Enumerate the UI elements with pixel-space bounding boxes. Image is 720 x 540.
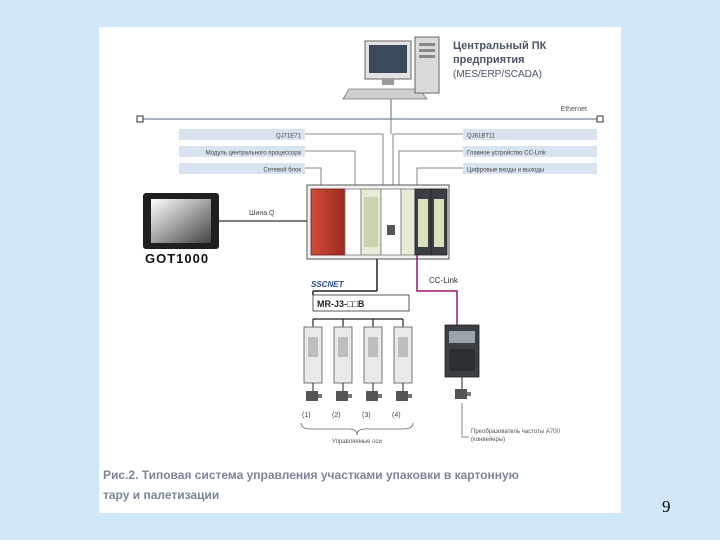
cclink-line [416,255,458,325]
pc-subtitle: (MES/ERP/SCADA) [453,69,542,80]
caption-line1: Рис.2. Типовая система управления участк… [103,468,519,482]
pc-title-line1: Центральный ПК [453,40,547,52]
label-box-right-3 [463,163,597,174]
label-qj61bt11: QJ61BT11 [467,134,496,140]
inverter-leader [461,403,469,438]
got1000-logo: GOT1000 [145,251,209,266]
plc-power-module [310,188,346,256]
got1000-hmi-icon [143,193,219,249]
label-network-unit: Сетевой блок [263,167,301,174]
label-qj71e71: QJ71E71 [276,134,302,140]
page-number: 9 [662,497,671,516]
servo-axis-2 [333,319,353,401]
leader-lines [305,119,463,189]
central-pc-icon [342,36,440,100]
axis-number-4: (4) [392,412,401,419]
figure-panel: Центральный ПК предприятия (MES/ERP/SCAD… [99,27,621,513]
label-box-left-1 [179,129,305,140]
axis-number-2: (2) [332,412,341,419]
caption-line2: тару и палетизации [103,488,219,502]
inverter-label-line1: Преобразователь частоты A700 [471,429,561,435]
servo-model-banner [312,294,410,312]
axes-label: Управляемые оси [332,439,382,445]
sscnet-logo: SSCNET [311,280,345,289]
inverter-icon [444,324,480,399]
ethernet-terminator-left [136,115,144,123]
label-digital-io: Цифровые входы и выходы [467,168,544,174]
label-box-right-1 [463,129,597,140]
plc-module-cclink [400,188,416,256]
cclink-label: CC-Link [429,276,459,285]
axes-brace [300,422,414,436]
axis-number-1: (1) [302,412,311,419]
pc-title-line2: предприятия [453,54,525,66]
servo-model-label: MR-J3-□□B [317,299,365,309]
inverter-label-line2: (конвейеры) [471,436,505,443]
plc-rack [306,184,450,260]
system-diagram: Центральный ПК предприятия (MES/ERP/SCAD… [103,36,604,502]
ethernet-label: Ethernet [561,106,588,113]
axis-number-3: (3) [362,412,371,419]
plc-module-ethernet [380,188,402,256]
q-bus-label: Шина Q [249,210,275,217]
label-box-right-2 [463,146,597,157]
ethernet-terminator-right [596,115,604,123]
servo-axis-4 [393,319,413,401]
servo-axis-1 [303,319,323,401]
servo-axis-3 [363,319,383,401]
label-box-left-2 [179,146,305,157]
label-box-left-3 [179,163,305,174]
label-cclink-master: Главное устройство CC-Link [467,150,547,157]
plc-cpu-module [344,188,362,256]
label-cpu-module: Модуль центрального процессора [206,151,302,157]
